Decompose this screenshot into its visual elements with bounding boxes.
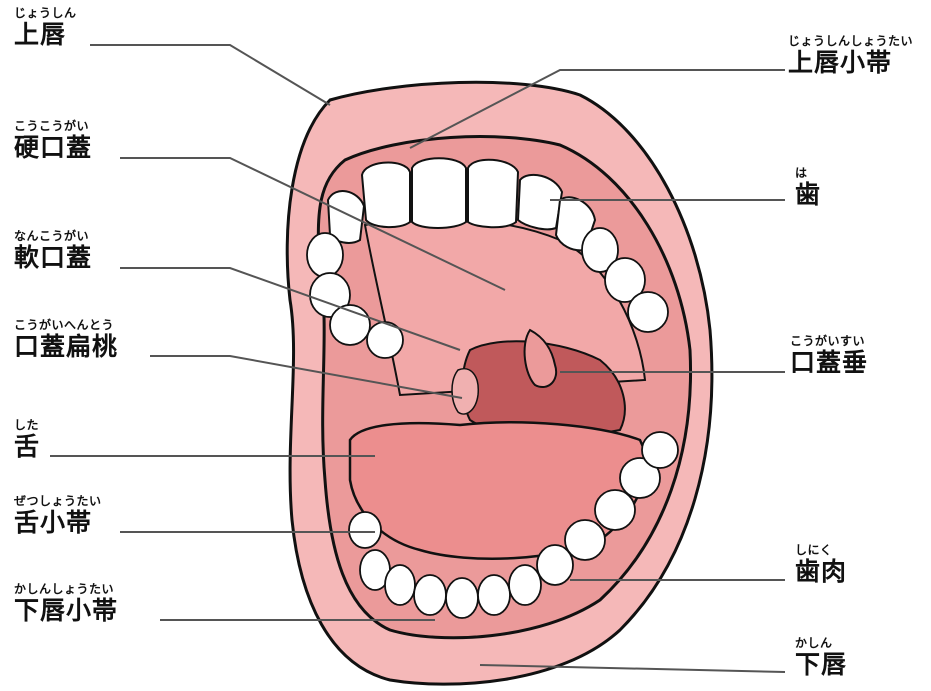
- hard-palate-reading: こうこうがい: [14, 119, 92, 133]
- label-teeth: は 歯: [795, 166, 821, 210]
- tonsil-reading: こうがいへんとう: [14, 318, 118, 332]
- upper-lip-frenulum-reading: じょうしんしょうたい: [788, 34, 913, 48]
- soft-palate-reading: なんこうがい: [14, 229, 92, 243]
- gums-reading: しにく: [795, 543, 847, 557]
- label-hard-palate: こうこうがい 硬口蓋: [14, 119, 92, 163]
- tongue-frenulum-term: 舌小帯: [14, 508, 102, 538]
- tongue-term: 舌: [14, 432, 40, 462]
- label-uvula: こうがいすい 口蓋垂: [790, 334, 868, 378]
- gums-term: 歯肉: [795, 557, 847, 587]
- teeth-reading: は: [795, 166, 821, 180]
- upper-lip-reading: じょうしん: [14, 6, 77, 20]
- upper-lip-term: 上唇: [14, 20, 77, 50]
- label-lower-lip-frenulum: かしんしょうたい 下唇小帯: [14, 582, 118, 626]
- label-tongue: した 舌: [14, 418, 40, 462]
- uvula-reading: こうがいすい: [790, 334, 868, 348]
- label-tonsil: こうがいへんとう 口蓋扁桃: [14, 318, 118, 362]
- tongue-frenulum-reading: ぜつしょうたい: [14, 494, 102, 508]
- lower-lip-reading: かしん: [795, 636, 847, 650]
- tongue-reading: した: [14, 418, 40, 432]
- tonsil: [452, 369, 478, 414]
- label-upper-lip: じょうしん 上唇: [14, 6, 77, 50]
- hard-palate-term: 硬口蓋: [14, 133, 92, 163]
- upper-lip-frenulum-term: 上唇小帯: [788, 48, 913, 78]
- lower-lip-frenulum-term: 下唇小帯: [14, 596, 118, 626]
- label-gums: しにく 歯肉: [795, 543, 847, 587]
- uvula-term: 口蓋垂: [790, 348, 868, 378]
- teeth-term: 歯: [795, 180, 821, 210]
- label-soft-palate: なんこうがい 軟口蓋: [14, 229, 92, 273]
- lower-lip-term: 下唇: [795, 650, 847, 680]
- lower-lip-frenulum-reading: かしんしょうたい: [14, 582, 118, 596]
- label-tongue-frenulum: ぜつしょうたい 舌小帯: [14, 494, 102, 538]
- tonsil-term: 口蓋扁桃: [14, 332, 118, 362]
- soft-palate-term: 軟口蓋: [14, 243, 92, 273]
- label-lower-lip: かしん 下唇: [795, 636, 847, 680]
- label-upper-lip-frenulum: じょうしんしょうたい 上唇小帯: [788, 34, 913, 78]
